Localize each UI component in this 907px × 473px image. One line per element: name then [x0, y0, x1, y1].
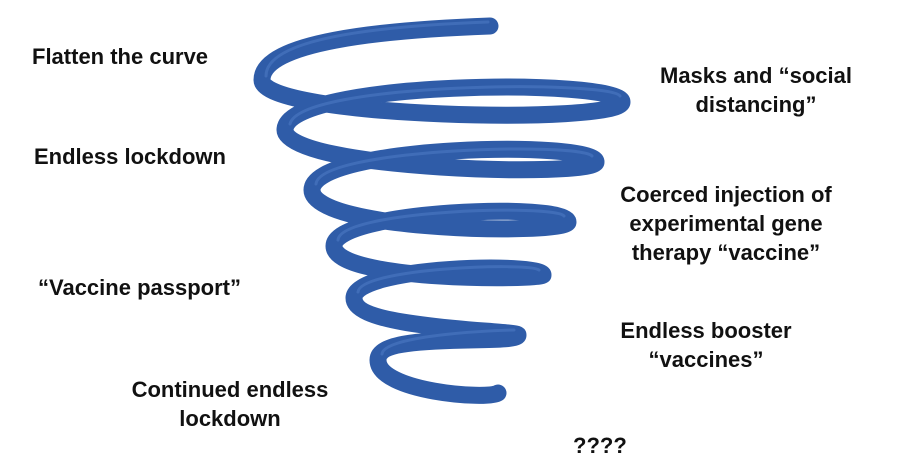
label-vaccine-passport: “Vaccine passport”: [38, 273, 241, 302]
label-masks-social-distancing: Masks and “social distancing”: [636, 61, 876, 119]
label-unknown-text: ????: [573, 433, 627, 458]
label-endless-lockdown: Endless lockdown: [34, 142, 226, 171]
label-booster-line2: “vaccines”: [648, 347, 764, 372]
label-passport-text: “Vaccine passport”: [38, 275, 241, 300]
label-booster-line1: Endless booster: [620, 318, 792, 343]
label-continued-line1: Continued endless: [131, 377, 329, 402]
label-flatten-the-curve: Flatten the curve: [32, 42, 208, 71]
label-unknown-next-step: ????: [573, 431, 627, 460]
label-continued-line2: lockdown: [179, 406, 281, 431]
label-coerced-line2: experimental gene: [629, 211, 823, 236]
label-masks-line1: Masks and “social: [660, 63, 852, 88]
spiral-highlight: [264, 20, 622, 356]
label-coerced-line3: therapy “vaccine”: [631, 240, 821, 265]
label-continued-endless-lockdown: Continued endless lockdown: [112, 375, 348, 433]
spiral-stroke: [253, 17, 631, 404]
label-masks-line2: distancing”: [695, 92, 817, 117]
label-coerced-line1: Coerced injection of: [620, 182, 832, 207]
label-endless-booster: Endless booster “vaccines”: [596, 316, 816, 374]
label-coerced-injection: Coerced injection of experimental gene t…: [600, 180, 852, 267]
label-lockdown-text: Endless lockdown: [34, 144, 226, 169]
label-flatten-text: Flatten the curve: [32, 44, 209, 69]
